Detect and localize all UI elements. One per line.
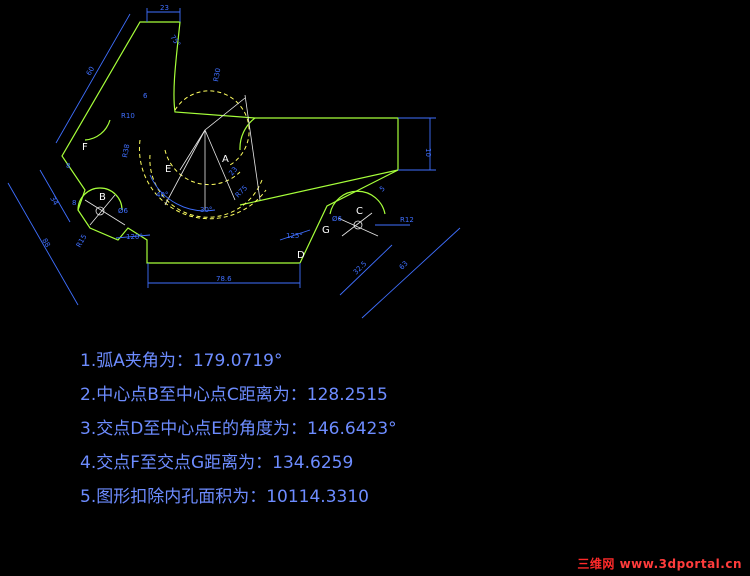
- result-arc-angle: 1.弧A夹角为：179.0719°: [80, 351, 283, 371]
- dim-r15: R15: [75, 233, 89, 249]
- dim-ang120: 120°: [126, 233, 143, 241]
- dim-r38: R38: [121, 143, 131, 158]
- results-list: 1.弧A夹角为：179.0719° 2.中心点B至中心点C距离为：128.251…: [80, 350, 397, 520]
- dimension-lines: [7, 8, 461, 319]
- dim-hole-b: Ø6: [118, 207, 129, 215]
- dim-d32: 32.5: [352, 260, 369, 277]
- dim-ang125: 125°: [286, 232, 303, 240]
- dim-left-a: 8: [66, 162, 70, 170]
- result-f-g-distance: 4.交点F至交点G距离为：134.6259: [80, 453, 354, 473]
- construction-arcs: [138, 90, 267, 220]
- watermark-url: www.3dportal.cn: [619, 557, 742, 571]
- point-f-label: F: [82, 142, 88, 153]
- dim-r30: R30: [212, 67, 222, 82]
- watermark-cn: 三维网: [577, 557, 615, 571]
- dim-top-width: 23: [160, 4, 169, 12]
- dim-right-h: 10: [424, 148, 432, 157]
- result-area: 5.图形扣除内孔面积为：10114.3310: [80, 487, 369, 507]
- dim-ang40: 40°: [156, 191, 168, 199]
- dim-d6-top: 6: [143, 92, 148, 100]
- dim-left-slant: 60: [85, 65, 96, 77]
- hole-b: [95, 206, 105, 216]
- hole-c: [353, 220, 363, 230]
- center-lines: [84, 94, 379, 237]
- dim-r10: R10: [121, 112, 135, 120]
- dim-ang30: 30°: [200, 206, 212, 214]
- point-a-label: A: [222, 154, 229, 165]
- result-d-e-angle: 3.交点D至中心点E的角度为：146.6423°: [80, 419, 397, 439]
- dim-r75: R75: [234, 184, 249, 199]
- point-g-label: G: [322, 225, 330, 236]
- point-d-label: D: [297, 250, 305, 261]
- dim-left-b: 34: [48, 195, 60, 207]
- dim-top-angle: 75°: [168, 34, 182, 49]
- dim-r12: R12: [400, 216, 414, 224]
- dim-d63: 63: [398, 259, 410, 271]
- point-c-label: C: [356, 206, 363, 217]
- dim-c5: 5: [378, 185, 387, 194]
- dim-r-small: 23: [227, 165, 239, 177]
- dim-hole-c: Ø6: [332, 215, 343, 223]
- point-e-label: E: [165, 164, 171, 175]
- result-b-c-distance: 2.中心点B至中心点C距离为：128.2515: [80, 385, 388, 405]
- dim-left-long: 88: [40, 237, 51, 249]
- watermark: 三维网 www.3dportal.cn: [577, 555, 742, 572]
- dim-bottom: 78.6: [216, 275, 232, 283]
- outer-profile: [61, 21, 399, 264]
- point-b-label: B: [99, 192, 106, 203]
- dim-left-c: 8: [72, 199, 76, 207]
